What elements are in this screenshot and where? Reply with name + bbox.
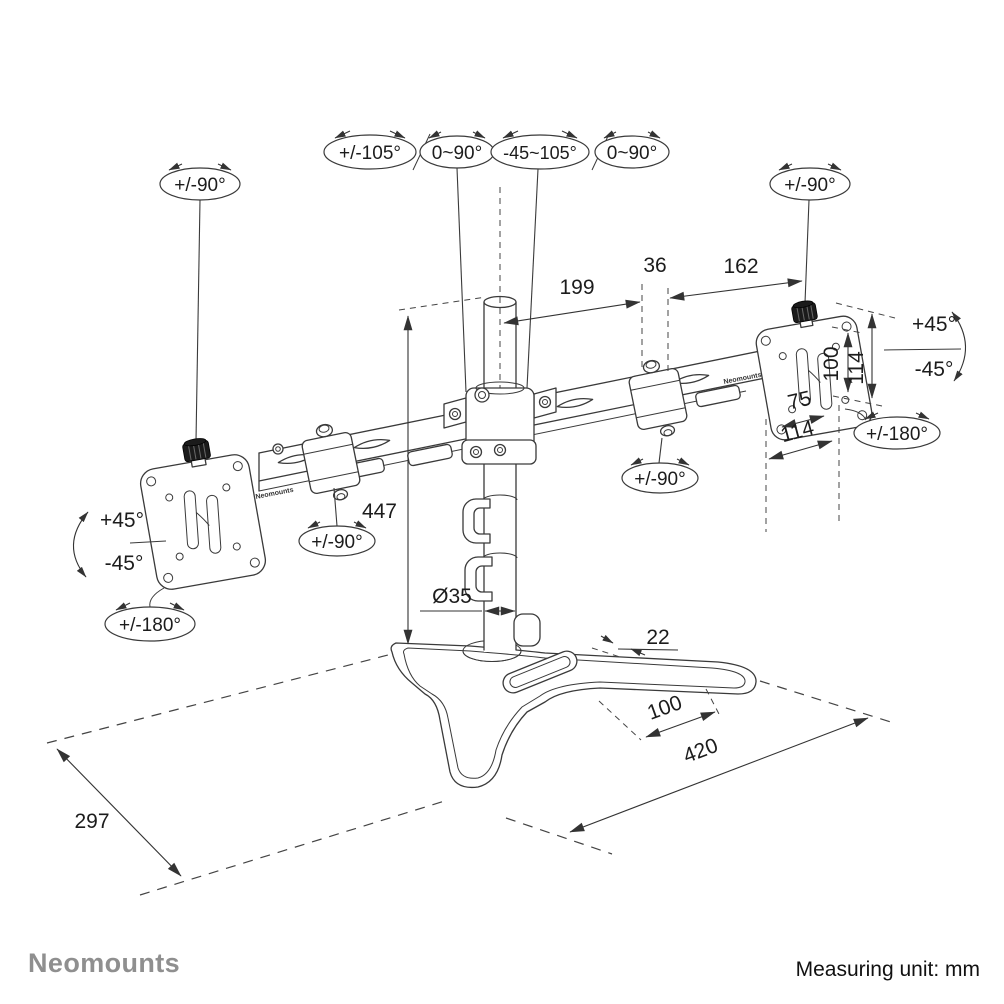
dim-label: 447: [362, 500, 397, 523]
rotation-oval-left-elbow: +/-90°: [298, 520, 376, 557]
svg-text:+/-90°: +/-90°: [174, 175, 225, 196]
dim-label: 100: [820, 346, 843, 381]
base-handle-slot: [502, 650, 578, 694]
floor-plane: [46, 654, 895, 896]
svg-text:0~90°: 0~90°: [607, 143, 657, 164]
dim-label: 162: [723, 255, 758, 278]
arm-logo-right: Neomounts: [723, 372, 762, 386]
left-thumbscrew: [182, 438, 211, 468]
left-hinge-bolt: [272, 443, 284, 455]
dim-label: 36: [643, 254, 666, 277]
svg-text:0~90°: 0~90°: [432, 143, 482, 164]
rotation-label: +45°: [100, 509, 144, 532]
svg-text:+/-90°: +/-90°: [311, 532, 362, 553]
dim-label: 297: [74, 810, 109, 833]
measuring-unit-note: Measuring unit: mm: [795, 958, 980, 981]
svg-text:-45~105°: -45~105°: [503, 143, 577, 163]
dim-base: 22 100 420 297: [56, 626, 869, 877]
pole-clamp: [443, 381, 557, 465]
dim-vesa-horizontal: 75 114: [765, 387, 840, 532]
dim-label: 100: [644, 691, 685, 725]
svg-text:+/-180°: +/-180°: [866, 424, 928, 445]
dim-label: 114: [845, 351, 868, 385]
rotation-oval-right-rotate: +/-180°: [844, 408, 941, 450]
rotation-oval-right-arm-fold: 0~90°: [594, 130, 670, 169]
rotation-oval-left-arm-swing: +/-105°: [323, 130, 417, 170]
svg-text:+/-180°: +/-180°: [119, 615, 181, 636]
rotation-oval-right-elbow: +/-90°: [621, 457, 699, 494]
dim-pole-diameter: Ø35: [420, 585, 516, 616]
base-foot: [390, 640, 757, 789]
left-vesa-plate: [139, 438, 267, 590]
dim-label: 22: [646, 626, 669, 649]
left-elbow-joint: [301, 423, 361, 501]
cable-clip-lens: [353, 438, 391, 450]
rotation-label: -45°: [105, 552, 144, 575]
dim-label: 75: [786, 387, 814, 415]
pole-cable-clips: [462, 494, 518, 602]
dim-label: Ø35: [432, 585, 472, 608]
dim-vesa-vertical: 100 114: [820, 302, 896, 407]
rotation-oval-right-arm-swing: -45~105°: [490, 130, 590, 170]
arm-logo-left: Neomounts: [255, 487, 294, 501]
rotation-label: -45°: [915, 358, 954, 381]
rotation-oval-left-rotate: +/-180°: [104, 587, 196, 642]
right-vesa-plate: [755, 300, 873, 441]
dim-label: 420: [680, 734, 721, 768]
rotation-oval-left-arm-fold: 0~90°: [419, 130, 495, 169]
rotation-oval-right-post: +/-90°: [769, 162, 851, 201]
svg-text:+/-90°: +/-90°: [784, 175, 835, 196]
svg-text:+/-90°: +/-90°: [634, 469, 685, 490]
dim-label: 199: [559, 276, 594, 299]
right-thumbscrew: [791, 300, 818, 329]
rotation-ovals: +/-90° +/-105° 0~90° -45~105° 0~90°: [104, 130, 941, 642]
cable-clip-lens: [672, 373, 710, 385]
dim-pole-height: 447: [362, 296, 487, 645]
neomounts-logo: Neomounts: [28, 948, 181, 978]
svg-text:+/-105°: +/-105°: [339, 143, 401, 164]
right-elbow-joint: [628, 359, 688, 437]
rotation-oval-left-post: +/-90°: [159, 162, 241, 201]
cable-hook: [513, 613, 541, 647]
left-tilt-annotation: +45° -45°: [73, 509, 167, 578]
cable-clip-lens: [556, 397, 594, 409]
right-tilt-annotation: +45° -45°: [883, 311, 967, 382]
dim-arm-reach: 199 36 162: [503, 254, 803, 374]
rotation-label: +45°: [912, 313, 956, 336]
leader-stems: [195, 167, 810, 527]
